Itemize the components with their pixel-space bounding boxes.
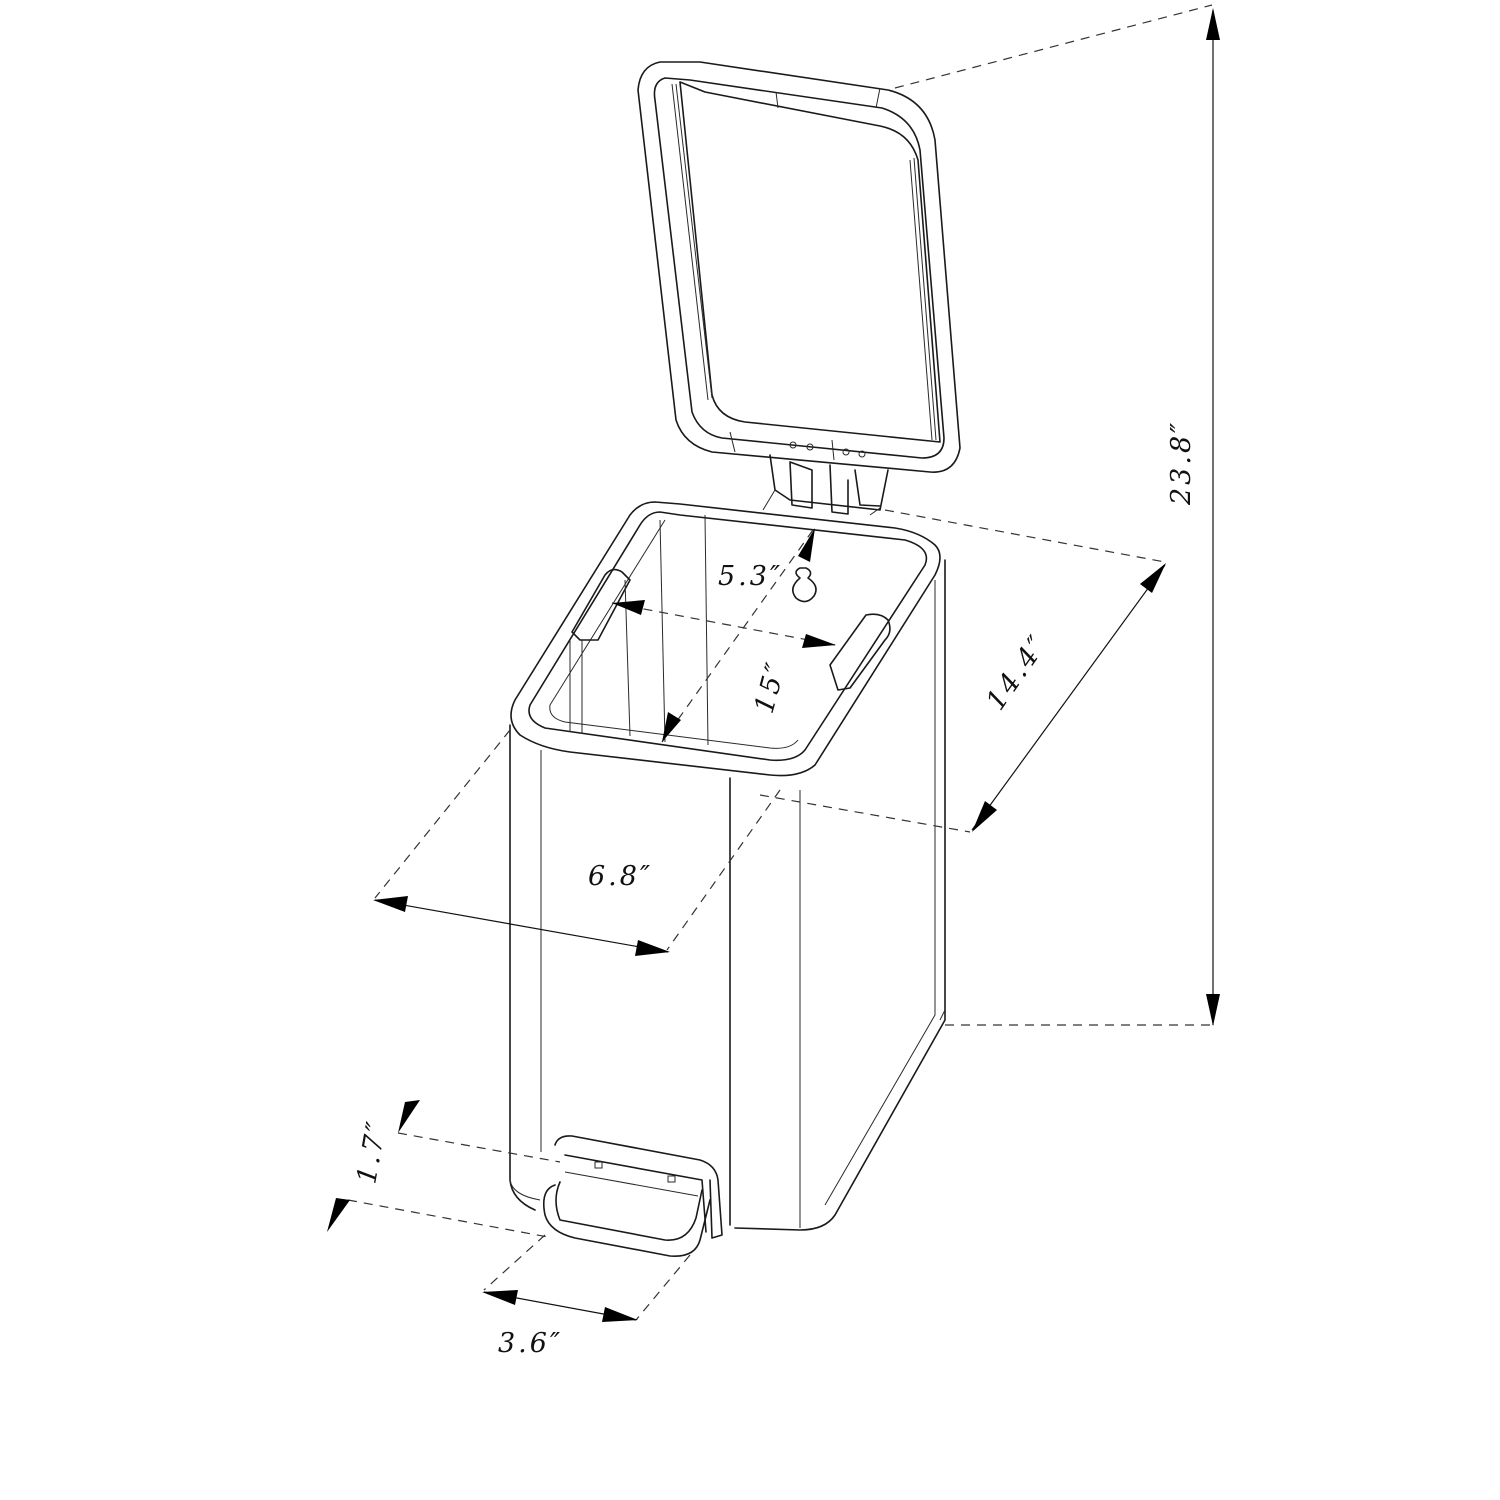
dimension-pedal-height: 1.7″ [327,1100,561,1238]
dimension-pedal-width: 3.6″ [482,1234,691,1359]
label-depth: 14.4″ [980,628,1054,716]
label-body-width: 6.8″ [588,861,653,892]
hinge [762,454,889,516]
label-pedal-width: 3.6″ [498,1328,563,1359]
dimension-overall-height: 23.8″ [894,4,1220,1026]
lid [637,61,961,473]
label-overall-height: 23.8″ [1166,420,1197,506]
label-opening-width: 5.3″ [718,561,783,592]
pedal [542,1135,723,1257]
dimension-opening-width: 5.3″ [611,561,836,648]
bin-body [509,501,946,1231]
dimension-depth: 14.4″ [759,509,1166,833]
label-opening-length: 15″ [749,657,793,717]
label-pedal-height: 1.7″ [351,1117,393,1186]
dimension-body-width: 6.8″ [373,729,781,956]
